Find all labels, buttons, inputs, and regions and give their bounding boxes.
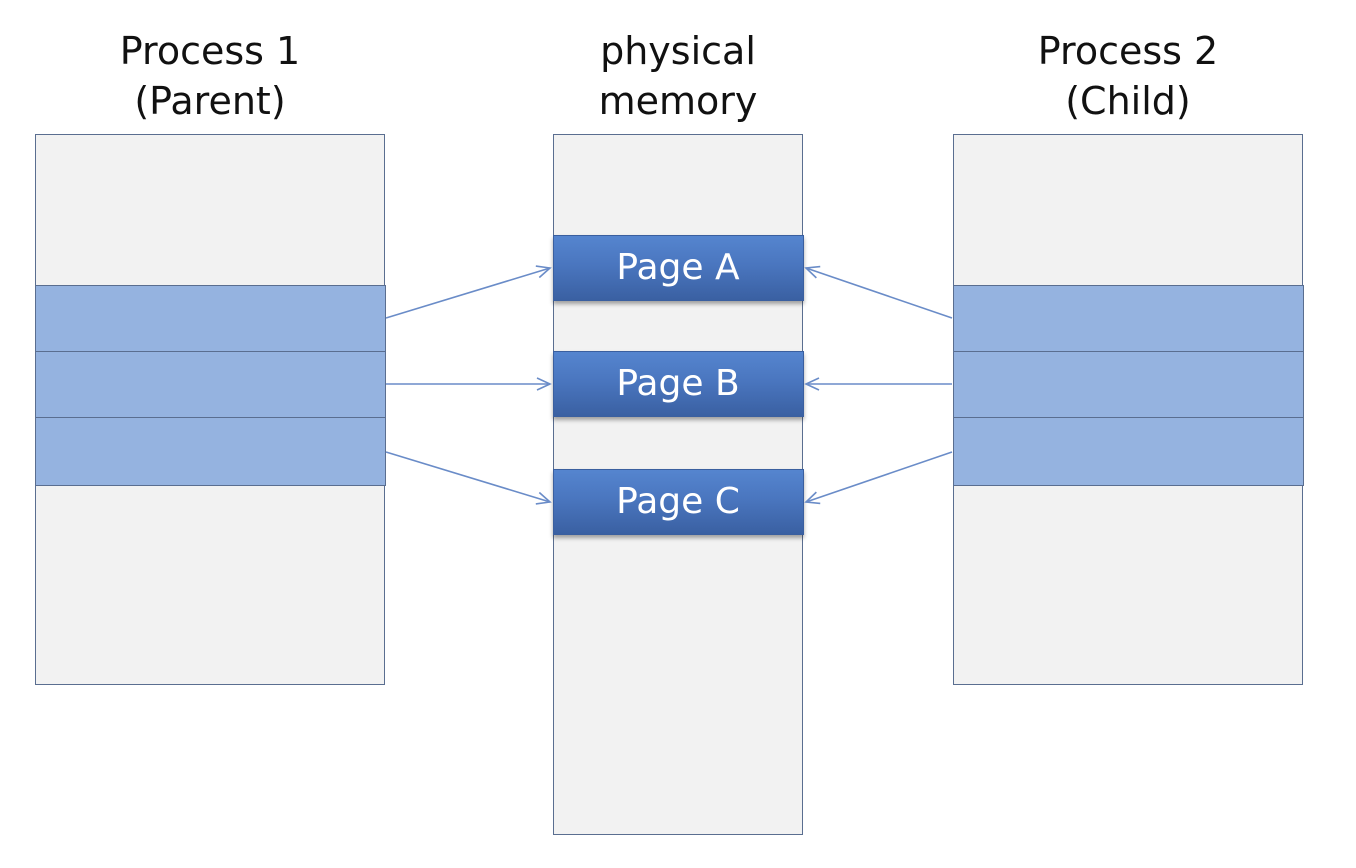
physical-memory-title-line2: memory (598, 79, 758, 123)
arrow-p2-to-page-a (804, 265, 953, 319)
process2-address-space (952, 134, 1304, 685)
arrow-p1-to-page-a (385, 265, 552, 319)
process2-title-line1: Process 2 (1037, 29, 1219, 73)
page-b-block: Page B (552, 351, 804, 417)
physical-memory-block: Page A Page B Page C (552, 134, 804, 835)
arrow-p1-to-page-c (385, 451, 552, 505)
physical-memory-title-line1: physical (600, 29, 756, 73)
process1-title: Process 1 (Parent) (35, 26, 385, 126)
arrow-p2-to-page-c (804, 451, 953, 505)
process1-address-space (34, 134, 386, 685)
page-c-block: Page C (552, 469, 804, 535)
process2-title: Process 2 (Child) (953, 26, 1303, 126)
page-a-block: Page A (552, 235, 804, 301)
process2-page-slot-2 (952, 351, 1304, 418)
process2-page-slot-1 (952, 285, 1304, 352)
process2-title-line2: (Child) (1065, 79, 1191, 123)
process2-page-slot-3 (952, 417, 1304, 486)
process1-page-slot-3 (34, 417, 386, 486)
process1-title-line2: (Parent) (134, 79, 286, 123)
process1-title-line1: Process 1 (119, 29, 301, 73)
physical-memory-title: physical memory (553, 26, 803, 126)
